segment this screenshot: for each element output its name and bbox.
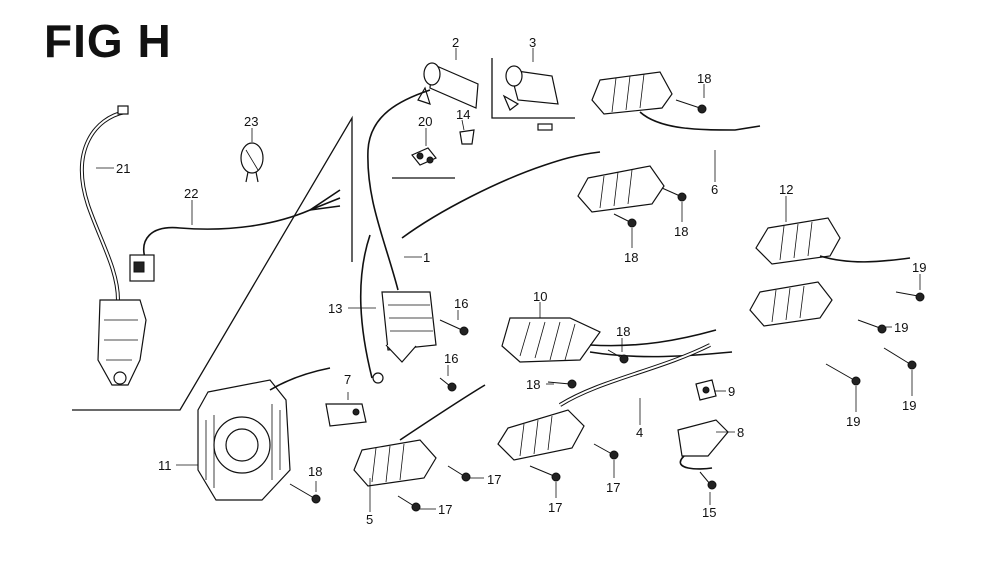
part-9-grommet [695,379,717,401]
callout-18b: 18 [674,224,688,239]
callout-4: 4 [636,425,643,440]
callout-22: 22 [184,186,198,201]
callout-18a: 18 [697,71,711,86]
part-11-stator [197,367,331,501]
callout-18c: 18 [624,250,638,265]
callout-19d: 19 [846,414,860,429]
callout-6: 6 [711,182,718,197]
callout-16a: 16 [454,296,468,311]
part-14-clip [459,129,475,145]
part-8-plate [677,419,729,470]
part-2-plug-cap [417,62,479,109]
callout-19c: 19 [902,398,916,413]
callout-18d: 18 [616,324,630,339]
callout-13: 13 [328,301,342,316]
callout-18f: 18 [308,464,322,479]
part-1-ignition-coil [359,89,601,384]
separator-line-left [72,115,353,411]
callout-2: 2 [452,35,459,50]
callout-14: 14 [456,107,470,122]
callout-5: 5 [366,512,373,527]
callout-21: 21 [116,161,130,176]
part-6-module-lower [577,165,665,213]
part-5-module [353,384,486,487]
part-22-wire [129,189,341,282]
callout-17c: 17 [548,500,562,515]
part-6-module-upper [591,71,761,131]
callout-11: 11 [158,458,172,473]
part-21-wire-harness [79,105,147,386]
callout-17b: 17 [438,502,452,517]
callout-17d: 17 [606,480,620,495]
callout-20: 20 [418,114,432,129]
separator-line-3 [491,58,575,119]
part-4-wire [558,343,711,407]
callout-17a: 17 [487,472,501,487]
part-3-plug-cap [502,65,559,111]
part-20-clip-set [411,147,437,166]
part-19-module [749,281,833,327]
part-7-bracket [325,403,367,427]
callout-8: 8 [737,425,744,440]
callout-7: 7 [344,372,351,387]
callout-19b: 19 [894,320,908,335]
callout-9: 9 [728,384,735,399]
callout-18e: 18 [526,377,540,392]
part-10-pulse-generator [501,317,733,363]
part-23-clip [240,142,264,183]
callout-3: 3 [529,35,536,50]
callout-15: 15 [702,505,716,520]
callout-12: 12 [779,182,793,197]
callout-23: 23 [244,114,258,129]
part-12-module [755,217,911,265]
callout-10: 10 [533,289,547,304]
bolt-group [289,99,925,512]
part-module-center [497,409,585,461]
callout-19a: 19 [912,260,926,275]
callout-16b: 16 [444,351,458,366]
leader-lines [96,48,921,512]
figure-title: FIG H [44,15,172,67]
callout-1: 1 [423,250,430,265]
